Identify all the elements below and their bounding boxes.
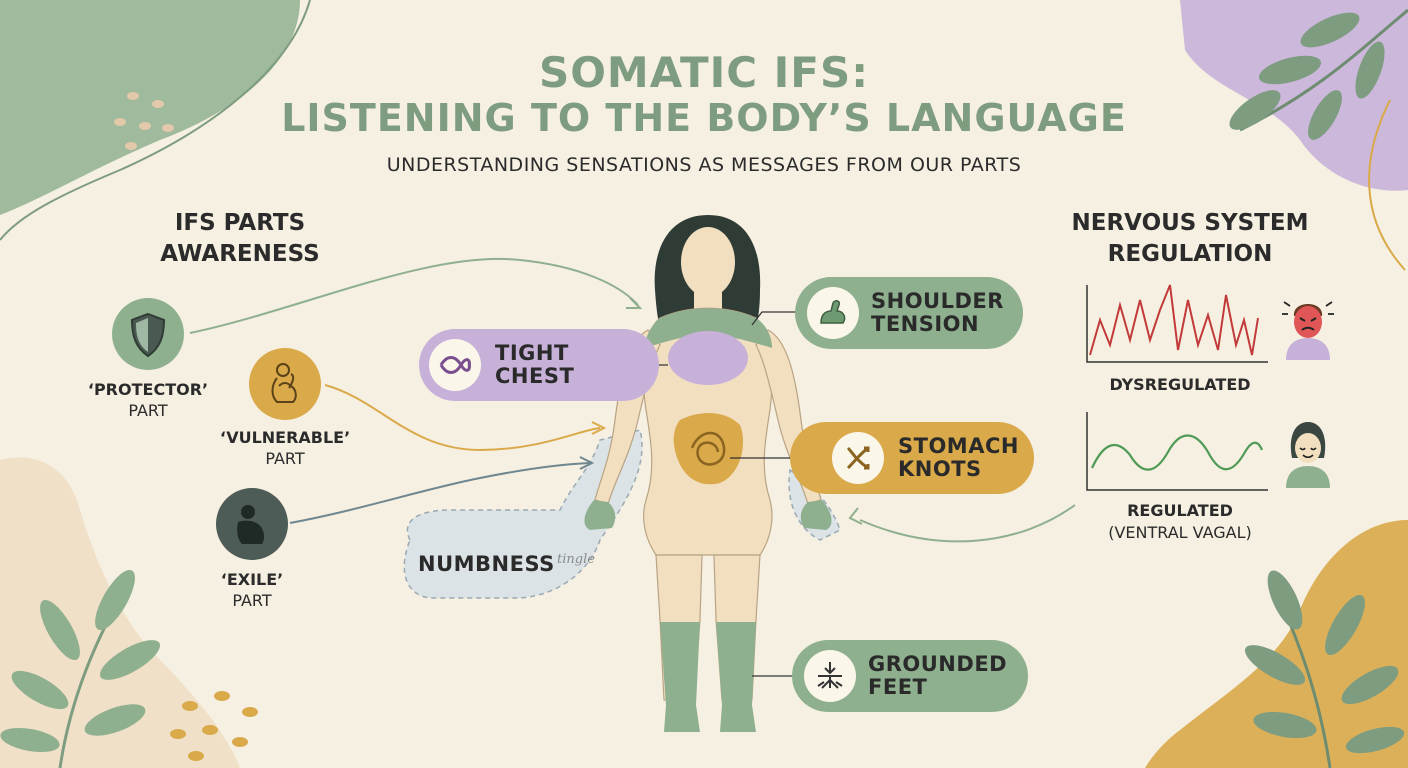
connector-exile — [289, 462, 591, 524]
tight-chest-pill: TIGHT CHEST — [419, 329, 659, 401]
stomach-knots-pill: STOMACH KNOTS — [790, 422, 1034, 494]
leader-shoulder — [751, 311, 805, 326]
blob-top-left — [0, 0, 300, 215]
regulation-section-title: NERVOUS SYSTEM REGULATION — [1060, 208, 1320, 270]
arrow-vulnerable — [591, 421, 607, 435]
arrow-protector — [626, 297, 643, 309]
vulnerable-part-name: ‘VULNERABLE’ — [219, 428, 351, 447]
connector-protector — [189, 257, 639, 334]
distressed-face-icon — [1278, 292, 1338, 362]
dysregulated-wave — [1089, 284, 1259, 356]
regulated-sublabel: (VENTRAL VAGAL) — [1108, 523, 1252, 542]
page-title-line2: LISTENING TO THE BODY’S LANGUAGE — [281, 96, 1127, 140]
curled-figure-icon — [271, 363, 297, 403]
regulated-wave — [1091, 434, 1264, 471]
dots-top-left — [114, 92, 174, 150]
exile-part-name: ‘EXILE’ — [220, 570, 284, 589]
vulnerable-part-suffix: PART — [265, 449, 305, 468]
exile-part-badge — [216, 488, 288, 560]
dysregulated-label: DYSREGULATED — [1085, 374, 1275, 396]
page-subtitle: UNDERSTANDING SENSATIONS AS MESSAGES FRO… — [386, 154, 1022, 176]
connector-regulation — [859, 504, 1076, 543]
blob-top-right — [1180, 0, 1408, 191]
parts-section-title: IFS PARTS AWARENESS — [140, 208, 340, 270]
tight-chest-label: TIGHT CHEST — [495, 341, 575, 388]
numbness-cloud — [403, 429, 643, 599]
regulation-title-line2: REGULATION — [1107, 241, 1273, 267]
shoulder-tension-label: SHOULDER TENSION — [871, 289, 1004, 336]
roots-icon — [804, 650, 856, 702]
parts-title-line2: AWARENESS — [160, 241, 320, 267]
hiding-figure-icon — [237, 505, 265, 544]
dots-bottom-left — [170, 691, 258, 761]
numbness-note: tingle — [557, 552, 595, 567]
exile-part-suffix: PART — [232, 591, 272, 610]
protector-part-name: ‘PROTECTOR’ — [87, 380, 209, 399]
grounded-feet-pill: GROUNDED FEET — [792, 640, 1028, 712]
leaves-top-right — [1229, 8, 1408, 140]
numbness-label: NUMBNESS — [418, 552, 555, 576]
regulated-chart — [1086, 412, 1268, 491]
flexed-arm-icon — [807, 287, 859, 339]
regulation-title-line1: NERVOUS SYSTEM — [1071, 210, 1309, 236]
arrow-exile — [579, 456, 595, 470]
shoulder-tension-pill: SHOULDER TENSION — [795, 277, 1023, 349]
exile-part-label: ‘EXILE’ PART — [172, 569, 332, 611]
connector-vulnerable — [324, 384, 601, 452]
protector-part-badge — [112, 298, 184, 370]
grounded-feet-label: GROUNDED FEET — [868, 652, 1008, 699]
protector-part-label: ‘PROTECTOR’ PART — [68, 379, 228, 421]
dysregulated-label-text: DYSREGULATED — [1109, 375, 1251, 394]
leaves-bottom-right — [1244, 570, 1405, 768]
arrow-regulation — [848, 507, 863, 525]
regulated-label: REGULATED (VENTRAL VAGAL) — [1075, 500, 1285, 544]
regulated-label-text: REGULATED — [1127, 501, 1233, 520]
vulnerable-part-label: ‘VULNERABLE’ PART — [205, 427, 365, 469]
protector-part-suffix: PART — [128, 401, 168, 420]
blob-top-left-line — [0, 0, 311, 241]
blob-bottom-right — [1145, 520, 1408, 768]
stomach-knots-label: STOMACH KNOTS — [898, 434, 1019, 481]
stomach-knot-mark — [690, 431, 726, 466]
calm-face-icon — [1278, 418, 1338, 490]
dysregulated-chart — [1086, 284, 1268, 363]
leaves-bottom-left — [0, 569, 161, 768]
parts-title-line1: IFS PARTS — [174, 210, 306, 236]
twisted-arrows-icon — [832, 432, 884, 484]
vulnerable-part-badge — [249, 348, 321, 420]
shield-icon — [130, 312, 166, 358]
blob-right-arc — [1368, 99, 1406, 271]
page-title-line1: SOMATIC IFS: — [538, 48, 870, 97]
knot-icon — [429, 339, 481, 391]
